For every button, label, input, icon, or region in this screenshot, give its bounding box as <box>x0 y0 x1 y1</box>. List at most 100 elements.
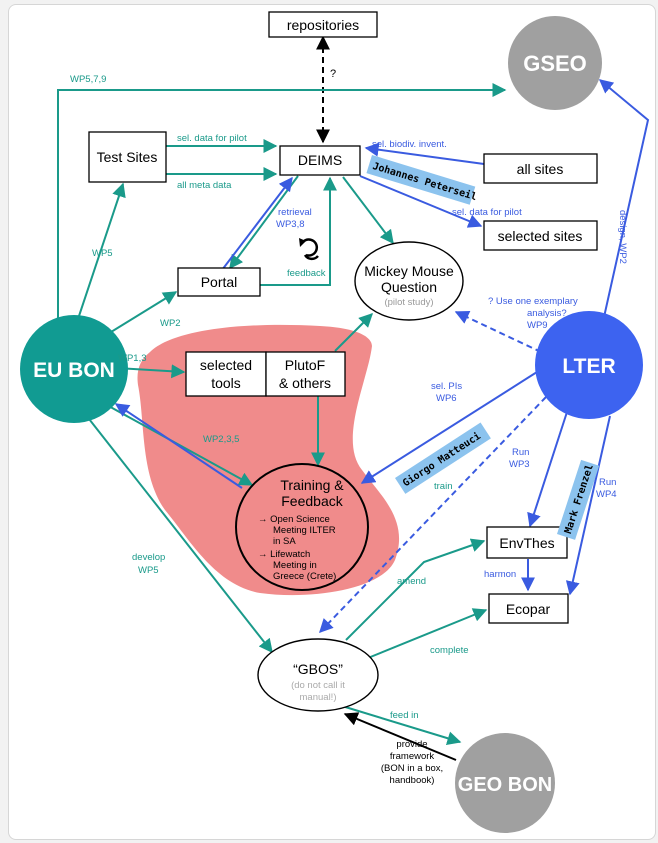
all-meta-data-label: all meta data <box>177 180 232 191</box>
portal-box <box>177 267 261 297</box>
provide-label-2: framework <box>390 751 435 762</box>
complete-label: complete <box>430 645 469 656</box>
retrieval-label-1: retrieval <box>278 207 312 218</box>
geo-bon-circle <box>455 733 555 833</box>
feed-in-label: feed in <box>390 710 419 721</box>
eubon-testsites-arrow <box>74 182 126 329</box>
selected-tools-box <box>185 351 267 397</box>
gbos-label: “GBOS” <box>293 661 343 677</box>
run-wp3-label-1: Run <box>512 447 529 458</box>
mickey-subtitle: (pilot study) <box>384 297 433 308</box>
training-item2-b: Meeting in <box>273 560 317 571</box>
sel-data-pilot-left-label: sel. data for pilot <box>177 133 247 144</box>
develop-label-1: develop <box>132 552 165 563</box>
gseo-circle <box>508 16 602 110</box>
train-label: train <box>434 481 452 492</box>
wp235-label: WP2,3,5 <box>203 434 239 445</box>
ecopar-label: Ecopar <box>506 601 551 617</box>
wp13-label: WP1,3 <box>118 353 147 364</box>
plutof-mickey-arrow <box>334 313 373 352</box>
feedback-label: feedback <box>287 268 326 279</box>
lter-gseo-arrow <box>598 79 650 336</box>
mickey-title-2: Question <box>381 279 437 295</box>
test-sites-label: Test Sites <box>97 149 158 165</box>
sel-pis-label-2: WP6 <box>436 393 457 404</box>
gbos-sub-2: manual!) <box>300 692 337 703</box>
lter-circle <box>535 311 643 419</box>
lter-label: LTER <box>562 355 615 378</box>
gbos-geobon-arrow <box>341 705 462 746</box>
portal-feedback-arrow <box>260 176 337 286</box>
lter-training-arrow <box>360 371 538 484</box>
repositories-label: repositories <box>287 17 359 33</box>
selected-tools-label-1: selected <box>200 357 252 373</box>
test-sites-box <box>88 131 167 183</box>
run-wp3-label-2: WP3 <box>509 459 530 470</box>
geobon-gbos-arrow <box>343 712 457 761</box>
retrieval-label-2: WP3,8 <box>276 219 305 230</box>
question-mark-label: ? <box>330 68 336 80</box>
deims-selectedsites-arrow <box>359 175 483 228</box>
eu-bon-label: EU BON <box>33 359 115 382</box>
mickey-title-1: Mickey Mouse <box>364 263 454 279</box>
selected-sites-label: selected sites <box>498 228 583 244</box>
johannes-name: Johannes Peterseil <box>371 160 478 203</box>
all-sites-label: all sites <box>517 161 564 177</box>
envthes-label: EnvThes <box>499 535 554 551</box>
selected-tools-label-2: tools <box>211 375 241 391</box>
portal-deims-arrow <box>221 176 293 271</box>
selected-sites-box <box>483 220 598 251</box>
deims-box <box>279 145 361 176</box>
plutof-box <box>265 351 346 397</box>
provide-label-3: (BON in a box, <box>381 763 443 774</box>
all-sites-box <box>483 153 598 184</box>
geo-bon-label: GEO BON <box>458 774 552 796</box>
allsites-deims-arrow <box>364 142 485 165</box>
lter-envthes-arrow <box>527 411 568 528</box>
training-eubon-arrow <box>114 403 243 489</box>
training-item1-a: → Open Science <box>258 514 330 525</box>
portal-label: Portal <box>201 274 238 290</box>
deims-label: DEIMS <box>298 152 342 168</box>
use-exemplary-label-2: analysis? <box>527 308 567 319</box>
repositories-box <box>268 11 378 38</box>
sel-pis-label-1: sel. PIs <box>431 381 462 392</box>
eu-bon-circle <box>20 315 128 423</box>
plutof-label-1: PlutoF <box>285 357 325 373</box>
refresh-cycle-icon <box>299 238 319 261</box>
amend-label: amend <box>397 576 426 587</box>
mark-tag: Mark Frenzel <box>557 459 600 540</box>
deims-mickey-arrow <box>342 176 394 245</box>
training-item2-a: → Lifewatch <box>258 549 310 560</box>
johannes-tag: Johannes Peterseil <box>366 155 478 205</box>
lter-mickey-arrow <box>454 311 542 353</box>
envthes-box <box>486 526 568 559</box>
eubon-gbos-arrow <box>81 409 273 654</box>
gseo-label: GSEO <box>523 51 587 76</box>
use-exemplary-label-1: ? Use one exemplary <box>488 296 578 307</box>
mickey-mouse-question-circle <box>354 241 464 321</box>
sel-data-pilot-right-label: sel. data for pilot <box>452 207 522 218</box>
run-wp4-label-1: Run <box>599 477 616 488</box>
provide-label-1: provide <box>396 739 427 750</box>
training-feedback-circle <box>235 463 369 591</box>
training-title-1: Training & <box>280 477 344 493</box>
wp5-label: WP5 <box>92 248 113 259</box>
provide-label-4: handbook) <box>390 775 435 786</box>
gbos-envthes-arrow <box>345 538 486 641</box>
run-wp4-label-2: WP4 <box>596 489 617 500</box>
training-item1-b: Meeting ILTER <box>273 525 336 536</box>
design-wp2-label: design, WP2 <box>617 210 628 264</box>
ecopar-box <box>488 593 569 624</box>
develop-label-2: WP5 <box>138 565 159 576</box>
harmon-label: harmon <box>484 569 516 580</box>
wp2-label: WP2 <box>160 318 181 329</box>
training-item1-c: in SA <box>273 536 296 547</box>
use-exemplary-label-3: WP9 <box>527 320 548 331</box>
wp579-label: WP5,7,9 <box>70 74 106 85</box>
plutof-label-2: & others <box>279 375 331 391</box>
gbos-circle <box>257 638 379 712</box>
gbos-sub-1: (do not call it <box>291 680 345 691</box>
lter-gbos-arrow <box>319 396 547 634</box>
